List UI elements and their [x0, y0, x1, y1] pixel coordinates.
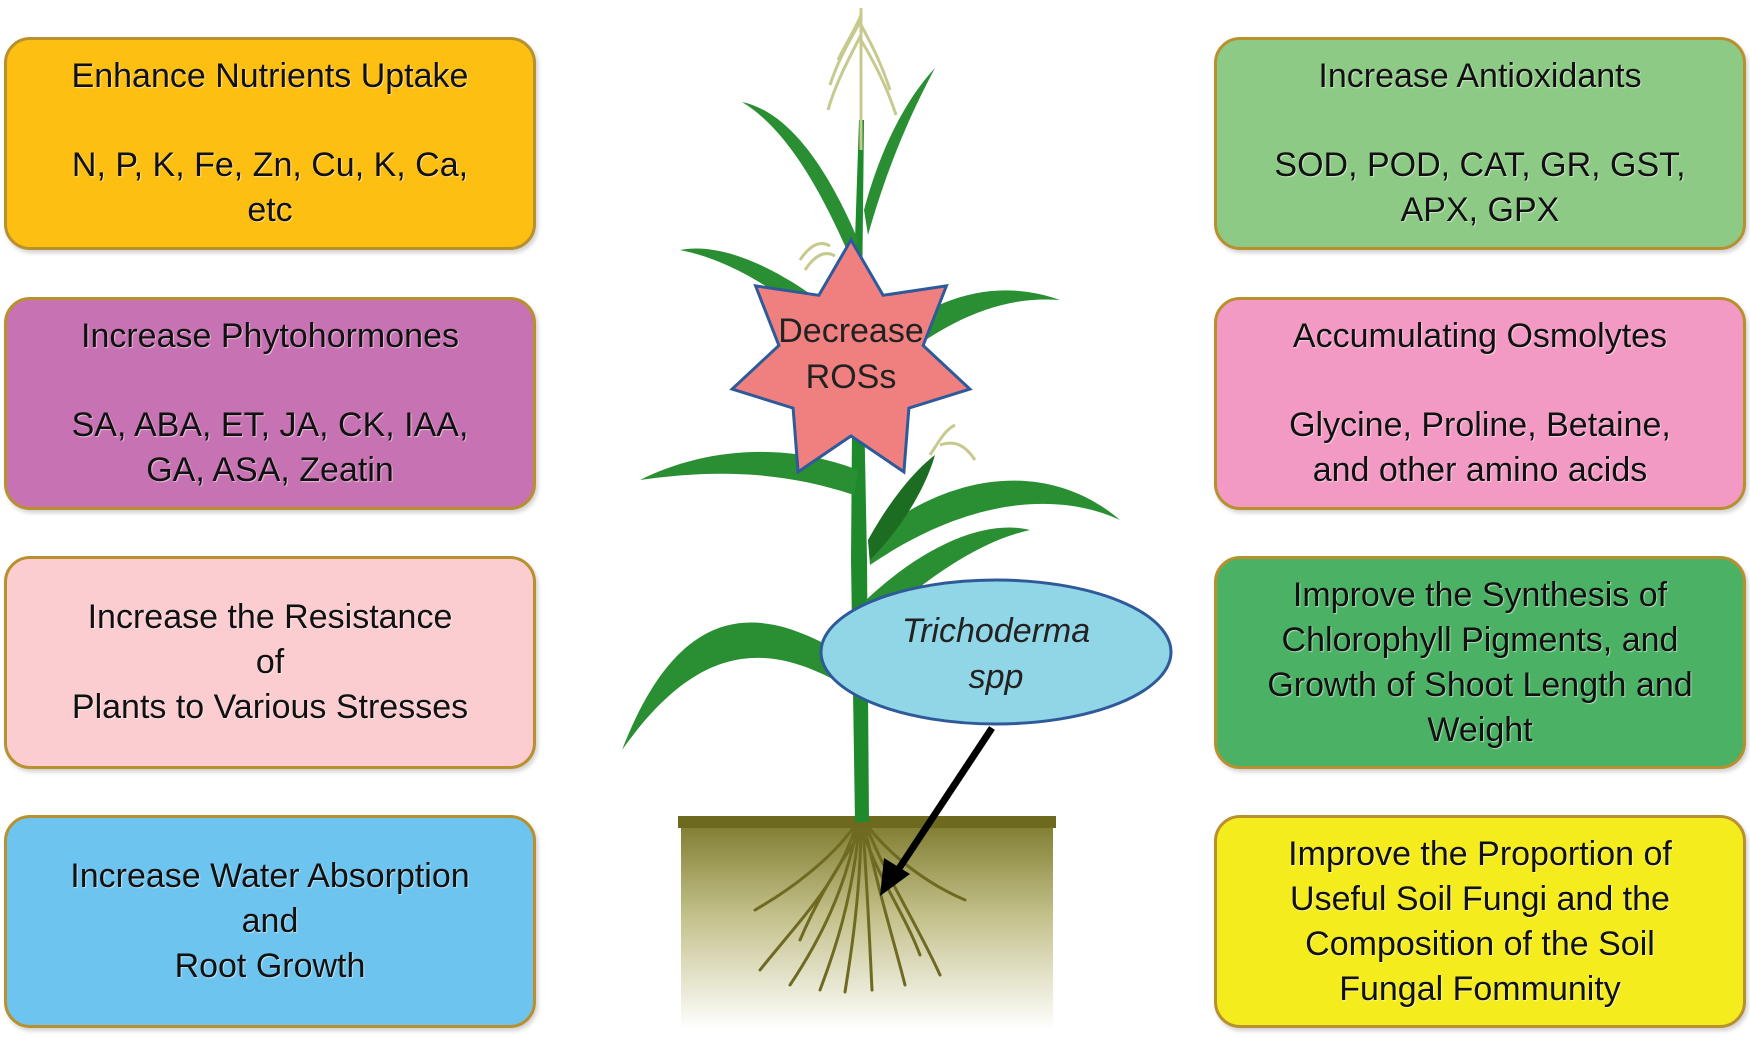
roots	[753, 826, 967, 994]
box-text: Improve the Proportion of Useful Soil Fu…	[1288, 834, 1672, 1008]
box-body: SOD, POD, CAT, GR, GST, APX, GPX	[1274, 146, 1686, 229]
star-label-line2: ROSs	[806, 358, 897, 396]
box-stress-resistance: Increase the Resistance of Plants to Var…	[4, 556, 536, 769]
box-body: N, P, K, Fe, Zn, Cu, K, Ca, etc	[71, 146, 469, 229]
box-chlorophyll: Improve the Synthesis of Chlorophyll Pig…	[1214, 556, 1746, 769]
box-soil-fungi: Improve the Proportion of Useful Soil Fu…	[1214, 815, 1746, 1028]
box-title: Increase Antioxidants	[1318, 57, 1642, 95]
box-text: Increase the Resistance of Plants to Var…	[71, 598, 469, 726]
box-antioxidants: Increase Antioxidants SOD, POD, CAT, GR,…	[1214, 37, 1746, 250]
star-label-line1: Decrease	[778, 312, 924, 350]
box-nutrients-uptake: Enhance Nutrients Uptake N, P, K, Fe, Zn…	[4, 37, 536, 250]
box-water-absorption: Increase Water Absorption and Root Growt…	[4, 815, 536, 1028]
box-phytohormones: Increase Phytohormones SA, ABA, ET, JA, …	[4, 297, 536, 510]
box-title: Accumulating Osmolytes	[1292, 317, 1668, 355]
soil	[678, 816, 1056, 1030]
box-title: Increase Phytohormones	[81, 317, 459, 355]
trichoderma-ellipse: Trichoderma spp	[819, 578, 1173, 726]
arrow	[880, 726, 995, 896]
box-osmolytes: Accumulating Osmolytes Glycine, Proline,…	[1214, 297, 1746, 510]
box-text: Increase Water Absorption and Root Growt…	[70, 857, 470, 985]
ellipse-label-line1: Trichoderma	[902, 612, 1090, 650]
box-title: Enhance Nutrients Uptake	[71, 57, 469, 95]
box-body: SA, ABA, ET, JA, CK, IAA, GA, ASA, Zeati…	[71, 406, 469, 489]
box-text: Improve the Synthesis of Chlorophyll Pig…	[1267, 575, 1693, 749]
corn-ear	[798, 242, 977, 560]
tassel	[826, 8, 898, 150]
ellipse-label-line2: spp	[969, 658, 1024, 696]
ros-star: Decrease ROSs	[729, 237, 973, 475]
box-body: Glycine, Proline, Betaine, and other ami…	[1289, 406, 1671, 489]
